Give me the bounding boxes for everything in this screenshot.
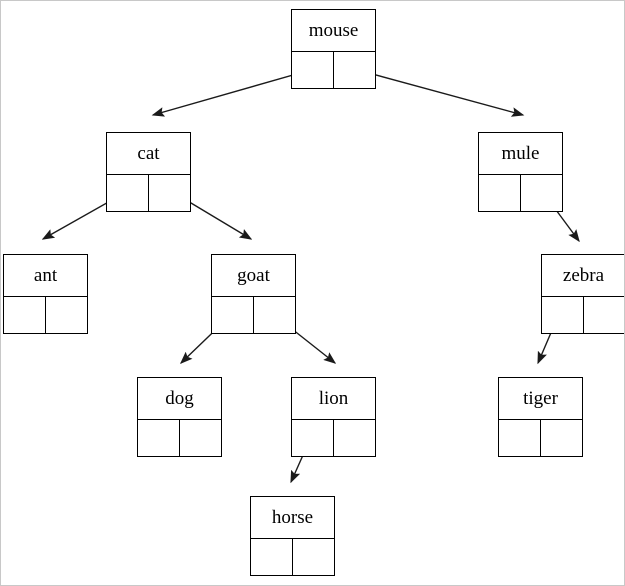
tree-node-zebra[interactable]: zebra — [541, 254, 625, 334]
node-pointers-lion — [292, 420, 375, 456]
right-pointer-cell-ant[interactable] — [46, 297, 88, 333]
left-pointer-cell-cat[interactable] — [107, 175, 149, 211]
tree-node-dog[interactable]: dog — [137, 377, 222, 457]
right-pointer-cell-cat[interactable] — [149, 175, 191, 211]
tree-node-mule[interactable]: mule — [478, 132, 563, 212]
tree-node-lion[interactable]: lion — [291, 377, 376, 457]
right-pointer-cell-mouse[interactable] — [334, 52, 376, 88]
right-pointer-cell-zebra[interactable] — [584, 297, 625, 333]
right-pointer-cell-mule[interactable] — [521, 175, 563, 211]
node-label-zebra: zebra — [542, 255, 624, 297]
node-pointers-cat — [107, 175, 190, 211]
left-pointer-cell-dog[interactable] — [138, 420, 180, 456]
left-pointer-cell-lion[interactable] — [292, 420, 334, 456]
left-pointer-cell-zebra[interactable] — [542, 297, 584, 333]
node-pointers-ant — [4, 297, 87, 333]
left-pointer-cell-mule[interactable] — [479, 175, 521, 211]
left-pointer-cell-goat[interactable] — [212, 297, 254, 333]
node-pointers-dog — [138, 420, 221, 456]
tree-node-tiger[interactable]: tiger — [498, 377, 583, 457]
tree-node-goat[interactable]: goat — [211, 254, 296, 334]
tree-node-ant[interactable]: ant — [3, 254, 88, 334]
left-pointer-cell-horse[interactable] — [251, 539, 293, 575]
node-pointers-horse — [251, 539, 334, 575]
node-label-goat: goat — [212, 255, 295, 297]
right-pointer-cell-lion[interactable] — [334, 420, 376, 456]
node-pointers-zebra — [542, 297, 625, 333]
right-pointer-cell-dog[interactable] — [180, 420, 222, 456]
node-label-dog: dog — [138, 378, 221, 420]
node-label-lion: lion — [292, 378, 375, 420]
tree-node-cat[interactable]: cat — [106, 132, 191, 212]
node-pointers-goat — [212, 297, 295, 333]
left-pointer-cell-ant[interactable] — [4, 297, 46, 333]
node-label-mouse: mouse — [292, 10, 375, 52]
tree-node-mouse[interactable]: mouse — [291, 9, 376, 89]
right-pointer-cell-goat[interactable] — [254, 297, 296, 333]
node-pointers-mouse — [292, 52, 375, 88]
node-label-cat: cat — [107, 133, 190, 175]
edge-mouse-mule — [353, 68, 525, 117]
tree-node-horse[interactable]: horse — [250, 496, 335, 576]
left-pointer-cell-tiger[interactable] — [499, 420, 541, 456]
node-pointers-tiger — [499, 420, 582, 456]
node-label-mule: mule — [479, 133, 562, 175]
left-pointer-cell-mouse[interactable] — [292, 52, 334, 88]
node-label-horse: horse — [251, 497, 334, 539]
node-label-ant: ant — [4, 255, 87, 297]
node-pointers-mule — [479, 175, 562, 211]
right-pointer-cell-tiger[interactable] — [541, 420, 583, 456]
node-label-tiger: tiger — [499, 378, 582, 420]
right-pointer-cell-horse[interactable] — [293, 539, 335, 575]
edge-mouse-cat — [151, 68, 315, 117]
